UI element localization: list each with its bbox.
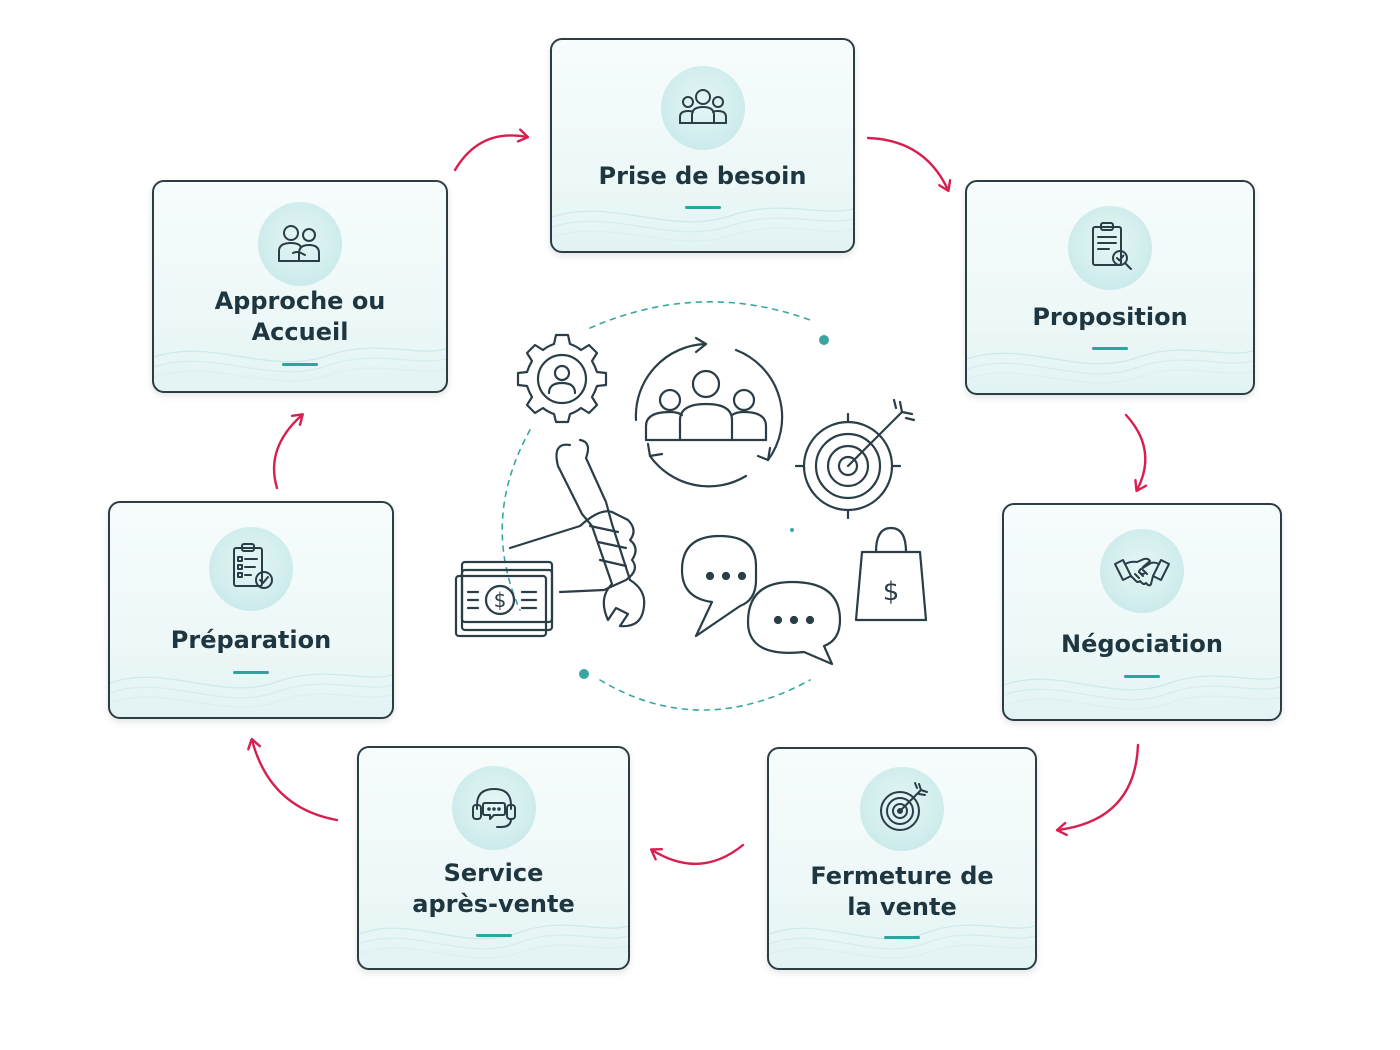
group-icon	[660, 66, 745, 150]
label-underline	[233, 671, 269, 674]
stage-card-proposition[interactable]: Proposition	[965, 180, 1255, 395]
stage-label: Proposition	[1032, 303, 1188, 331]
card-wave-pattern	[110, 673, 392, 708]
orbit-dot-top	[819, 335, 829, 345]
arrow-proposition-to-negociation	[1124, 413, 1145, 490]
team-cycle-icon	[634, 336, 784, 488]
card-wave-pattern	[552, 207, 853, 242]
stage-card-fermeture-de-la-vente[interactable]: Fermeture de la vente	[767, 747, 1037, 970]
card-wave-pattern	[967, 349, 1253, 384]
stage-label: Préparation	[170, 626, 332, 654]
label-underline	[475, 934, 512, 937]
stage-label: Fermeture de la vente	[810, 862, 994, 921]
svg-text:$: $	[883, 577, 900, 607]
dashed-orbit	[501, 301, 811, 711]
label-underline	[684, 206, 721, 209]
stage-card-approche-ou-accueil[interactable]: Approche ou Accueil	[152, 180, 448, 393]
stage-card-prise-de-besoin[interactable]: Prise de besoin	[550, 38, 855, 253]
arrow-fermeture-to-service	[652, 843, 745, 866]
two-people-icon	[258, 202, 342, 286]
stage-label: Service après-vente	[412, 859, 575, 918]
stage-label: Négociation	[1061, 630, 1223, 658]
arrow-preparation-to-approche	[272, 415, 302, 490]
arrow-service-to-preparation	[252, 740, 339, 822]
orbit-dot-bottom	[579, 669, 589, 679]
gear-person-icon	[516, 333, 608, 424]
stage-card-service-apres-vente[interactable]: Service après-vente	[357, 746, 630, 970]
card-wave-pattern	[1004, 675, 1280, 710]
svg-text:$: $	[494, 588, 507, 612]
shopping-bag-icon: $	[854, 526, 928, 622]
chat-bubbles-icon	[680, 534, 842, 666]
money-icon: $	[454, 560, 554, 638]
arrow-prise-to-proposition	[866, 136, 948, 190]
handshake-icon	[1100, 529, 1184, 613]
label-underline	[282, 363, 318, 366]
headset-icon	[451, 766, 536, 850]
checklist-icon	[209, 527, 293, 611]
label-underline	[1092, 347, 1128, 350]
stage-label: Approche ou Accueil	[214, 287, 386, 346]
arrow-approche-to-prise	[453, 135, 527, 172]
target-icon	[860, 767, 944, 851]
label-underline	[1124, 675, 1160, 678]
arrow-negociation-to-fermeture	[1058, 743, 1140, 830]
stage-card-preparation[interactable]: Préparation	[108, 501, 394, 719]
center-hub-illustration: $ $	[454, 301, 928, 711]
target-arrow-icon	[794, 398, 916, 520]
orbit-dot-small	[790, 528, 794, 532]
clipboard-search-icon	[1068, 206, 1152, 290]
stage-label: Prise de besoin	[598, 162, 807, 190]
wrench-hand-icon	[508, 438, 646, 628]
label-underline	[884, 936, 920, 939]
stage-card-negociation[interactable]: Négociation	[1002, 503, 1282, 721]
